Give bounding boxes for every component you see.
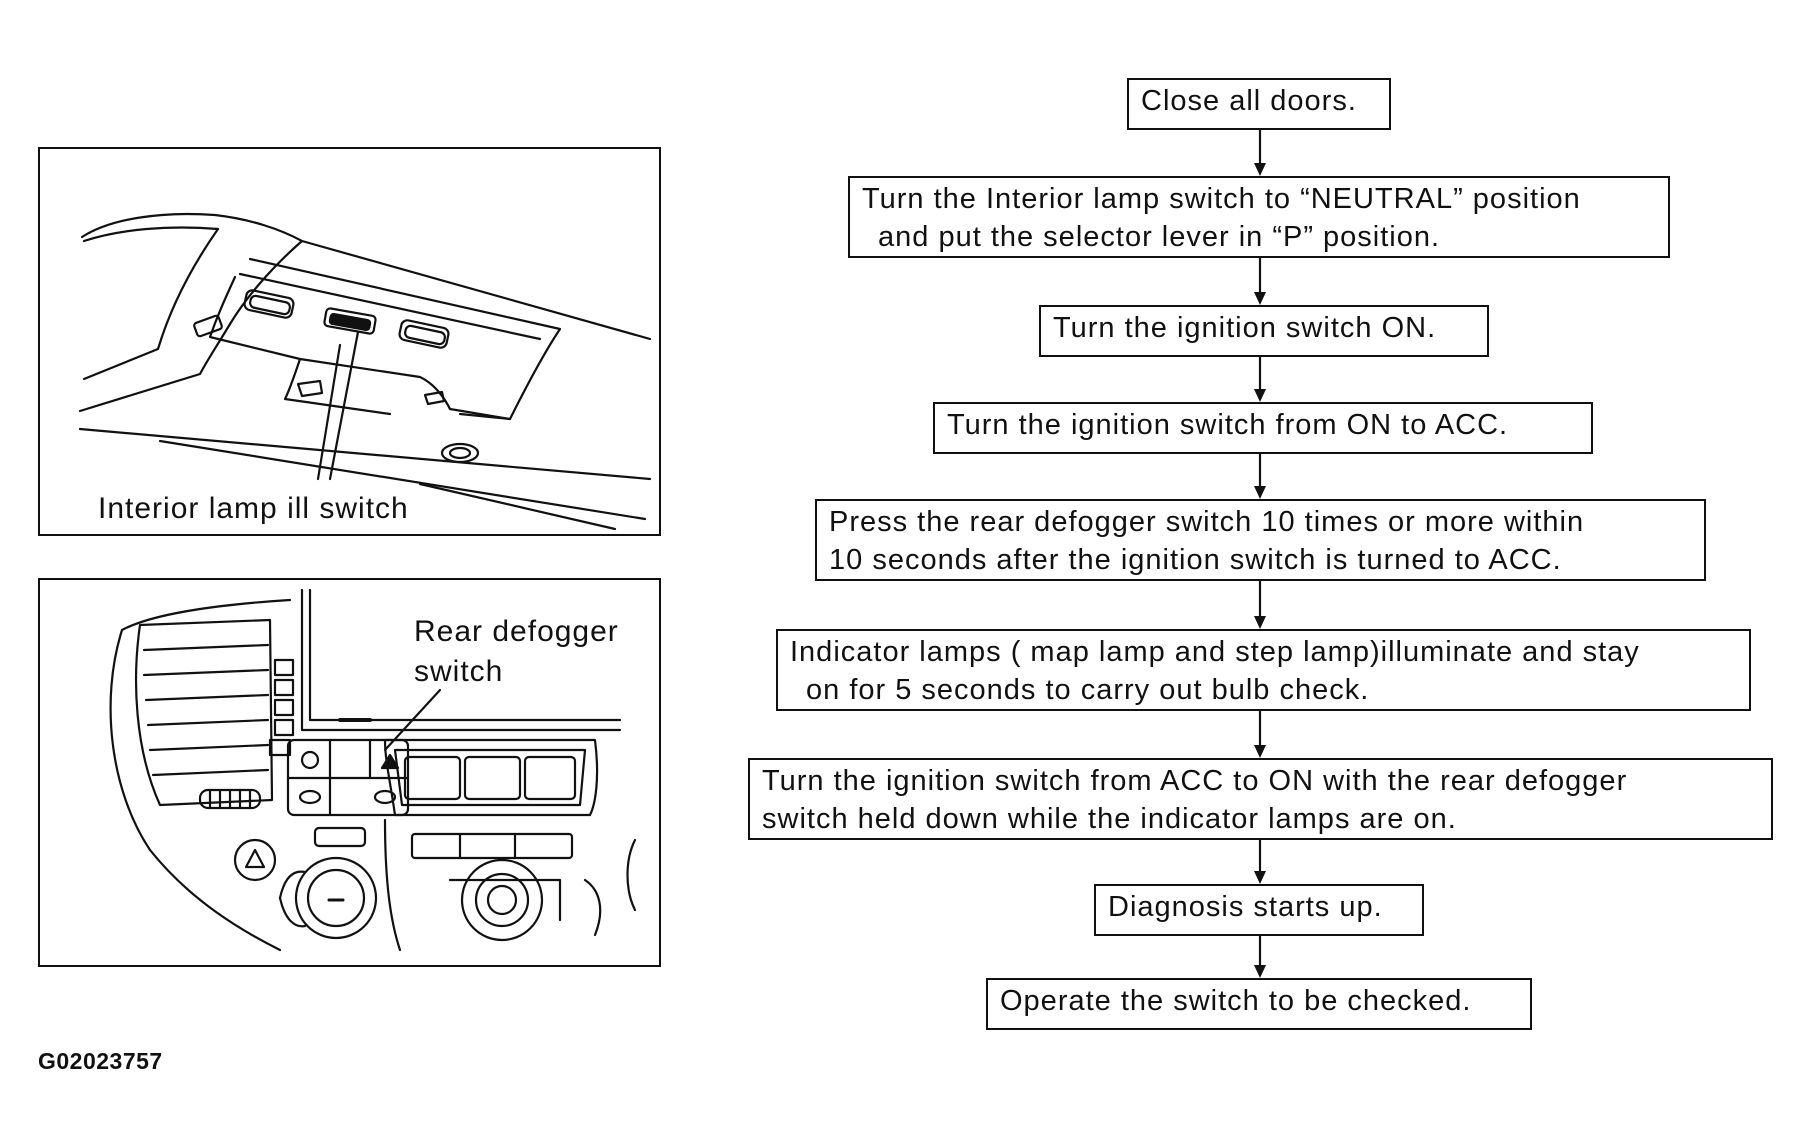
flow-step-3: Turn the ignition switch ON. — [1039, 305, 1489, 357]
flow-step-4: Turn the ignition switch from ON to ACC. — [933, 402, 1593, 454]
flow-step-6: Indicator lamps ( map lamp and step lamp… — [776, 629, 1751, 711]
flow-arrow-head-3 — [1254, 389, 1266, 402]
flow-arrow-head-8 — [1254, 965, 1266, 978]
flow-step-5: Press the rear defogger switch 10 times … — [815, 499, 1706, 581]
flow-step-7-line-1: Turn the ignition switch from ACC to ON … — [762, 765, 1628, 797]
flow-step-4-line-1: Turn the ignition switch from ON to ACC. — [947, 409, 1509, 441]
rear-defogger-label-line1: Rear defogger — [414, 615, 619, 648]
flow-arrow-head-2 — [1254, 292, 1266, 305]
overhead-console-drawing — [78, 212, 652, 531]
interior-lamp-illustration-panel: Interior lamp ill switch — [38, 147, 661, 536]
flow-arrow-head-7 — [1254, 871, 1266, 884]
flow-step-8-line-1: Diagnosis starts up. — [1108, 891, 1383, 923]
flow-step-5-line-1: Press the rear defogger switch 10 times … — [829, 506, 1585, 538]
flow-arrow-head-1 — [1254, 163, 1266, 176]
instrument-panel-drawing — [109, 588, 637, 952]
rear-defogger-label-line2: switch — [414, 655, 504, 688]
flow-step-8: Diagnosis starts up. — [1094, 884, 1424, 936]
flow-step-2: Turn the Interior lamp switch to “NEUTRA… — [848, 176, 1670, 258]
flow-step-7-line-2: switch held down while the indicator lam… — [762, 803, 1457, 835]
interior-lamp-switch-label: Interior lamp ill switch — [98, 492, 409, 525]
flow-step-9-line-1: Operate the switch to be checked. — [1000, 985, 1472, 1017]
flow-step-3-line-1: Turn the ignition switch ON. — [1053, 312, 1437, 344]
flow-step-1: Close all doors. — [1127, 78, 1391, 130]
flow-step-9: Operate the switch to be checked. — [986, 978, 1532, 1030]
figure-id: G02023757 — [38, 1048, 163, 1074]
flow-arrow-head-6 — [1254, 745, 1266, 758]
rear-defogger-illustration-panel: Rear defogger switch — [38, 578, 661, 967]
flow-step-2-line-1: Turn the Interior lamp switch to “NEUTRA… — [862, 183, 1581, 215]
flow-step-2-line-2: and put the selector lever in “P” positi… — [878, 221, 1441, 253]
flow-step-1-line-1: Close all doors. — [1141, 85, 1357, 117]
flow-step-7: Turn the ignition switch from ACC to ON … — [748, 758, 1773, 840]
flow-step-6-line-1: Indicator lamps ( map lamp and step lamp… — [790, 636, 1640, 668]
flow-arrow-head-4 — [1254, 486, 1266, 499]
flow-arrow-head-5 — [1254, 616, 1266, 629]
flow-step-6-line-2: on for 5 seconds to carry out bulb check… — [806, 674, 1370, 706]
flow-step-5-line-2: 10 seconds after the ignition switch is … — [829, 544, 1562, 576]
